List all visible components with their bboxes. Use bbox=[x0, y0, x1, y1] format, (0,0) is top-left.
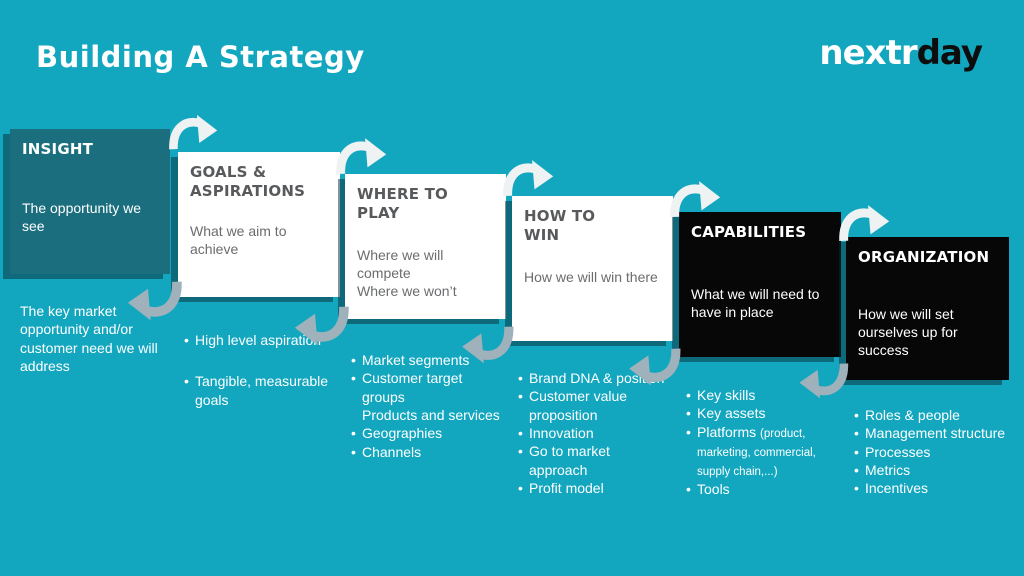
note-item-main: Platforms bbox=[697, 423, 757, 440]
note-item: Channels bbox=[351, 443, 506, 462]
step-subtitle: Where we will compete Where we won’t bbox=[357, 246, 457, 299]
notes-how-to-win: Brand DNA & position Customer value prop… bbox=[518, 369, 670, 498]
note-item: Go to market approach bbox=[518, 442, 670, 479]
step-box-insight: INSIGHT The opportunity we see bbox=[10, 129, 170, 274]
curved-arrow-up-left-icon bbox=[629, 348, 681, 386]
note-item: Management structure bbox=[854, 424, 1012, 443]
step-box-how-to-win: HOW TO WIN How we will win there bbox=[512, 196, 673, 341]
curved-arrow-down-right-icon bbox=[169, 114, 218, 150]
note-item: Metrics bbox=[854, 461, 1012, 480]
curved-arrow-down-right-icon bbox=[336, 138, 387, 175]
note-item: Key assets bbox=[686, 404, 851, 423]
step-subtitle: What we aim to achieve bbox=[190, 222, 287, 257]
curved-arrow-up-left-icon bbox=[462, 326, 514, 364]
notes-capabilities: Key skills Key assets Platforms (product… bbox=[686, 386, 851, 499]
step-box-where-to-play: WHERE TO PLAY Where we will compete Wher… bbox=[345, 174, 506, 319]
note-item: Brand DNA & position bbox=[518, 369, 670, 388]
curved-arrow-up-left-icon bbox=[799, 363, 849, 399]
step-title: ORGANIZATION bbox=[858, 248, 990, 266]
step-subtitle: How we will set ourselves up for success bbox=[858, 305, 958, 359]
step-title: CAPABILITIES bbox=[691, 223, 807, 241]
step-box-goals-aspirations: GOALS & ASPIRATIONS What we aim to achie… bbox=[178, 152, 340, 297]
step-title: HOW TO WIN bbox=[524, 207, 596, 244]
note-item: Customer value proposition bbox=[518, 387, 670, 424]
curved-arrow-down-right-icon bbox=[670, 181, 721, 218]
note-item: Processes bbox=[854, 443, 1012, 462]
note-item: Customer target groups bbox=[351, 369, 506, 406]
note-item: Tools bbox=[686, 480, 851, 499]
note-item: Platforms (product, marketing, commercia… bbox=[686, 423, 851, 480]
curved-arrow-up-left-icon bbox=[294, 306, 349, 346]
step-box-capabilities: CAPABILITIES What we will need to have i… bbox=[679, 212, 841, 357]
note-item-detail: (product, marketing, commercial, supply … bbox=[697, 427, 816, 478]
logo-text-black: day bbox=[916, 33, 983, 73]
step-subtitle: How we will win there bbox=[524, 268, 658, 285]
note-item: Key skills bbox=[686, 386, 851, 405]
step-box-organization: ORGANIZATION How we will set ourselves u… bbox=[846, 237, 1009, 380]
logo-text-white: nextr bbox=[819, 33, 917, 73]
step-title: WHERE TO PLAY bbox=[357, 185, 448, 222]
curved-arrow-down-right-icon bbox=[839, 205, 890, 242]
note-item: Roles & people bbox=[854, 406, 1012, 425]
note-item: Geographies bbox=[351, 424, 506, 443]
notes-organization: Roles & people Management structure Proc… bbox=[854, 406, 1012, 498]
nextrday-logo: nextrday bbox=[819, 33, 983, 73]
note-item: The key market opportunity and/or custom… bbox=[20, 303, 158, 374]
step-title: GOALS & ASPIRATIONS bbox=[190, 163, 306, 200]
note-item: Incentives bbox=[854, 479, 1012, 498]
note-item: Products and services bbox=[362, 406, 500, 423]
notes-insight: The key market opportunity and/or custom… bbox=[20, 302, 170, 375]
note-item: Tangible, measurable goals bbox=[184, 372, 334, 409]
step-title: INSIGHT bbox=[22, 140, 94, 158]
notes-goals-aspirations: High level aspiration Tangible, measurab… bbox=[184, 331, 334, 409]
step-subtitle: The opportunity we see bbox=[22, 199, 142, 234]
curved-arrow-up-left-icon bbox=[127, 281, 182, 321]
page-title: Building A Strategy bbox=[36, 40, 365, 74]
note-item: High level aspiration bbox=[184, 331, 334, 350]
note-item: Market segments bbox=[351, 351, 506, 370]
step-subtitle: What we will need to have in place bbox=[691, 285, 820, 320]
note-item: Profit model bbox=[518, 479, 670, 498]
notes-where-to-play: Market segments Customer target groups P… bbox=[351, 351, 506, 461]
note-item: Innovation bbox=[518, 424, 670, 443]
curved-arrow-down-right-icon bbox=[503, 160, 554, 197]
